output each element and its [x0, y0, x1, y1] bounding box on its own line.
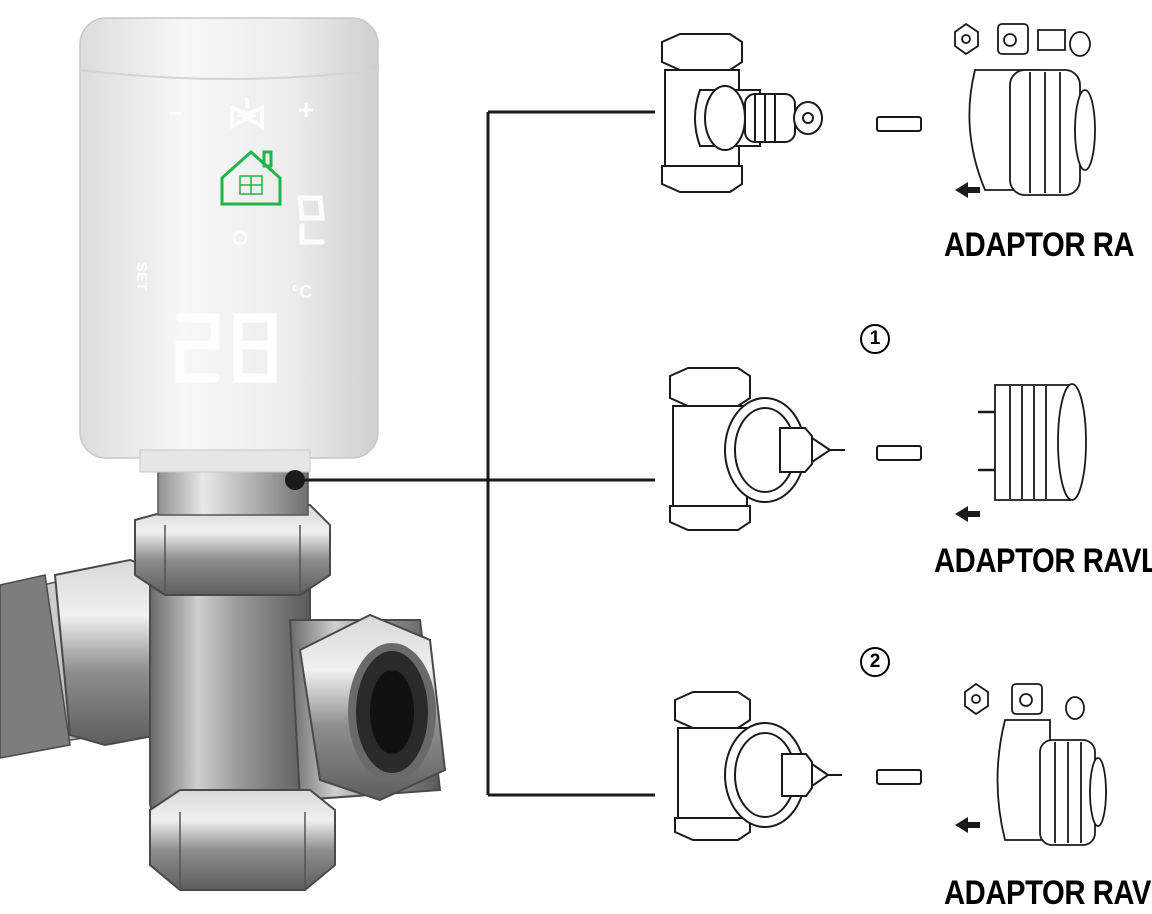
valve-body [0, 469, 447, 891]
display-set-label: SET [133, 262, 150, 292]
pin-ravl [876, 445, 922, 461]
adaptor-label-ravl: ADAPTOR RAVL [934, 542, 1152, 580]
connector-lines [300, 110, 655, 797]
arrow-rav [955, 817, 980, 833]
small-digit [297, 195, 325, 245]
step-marker-1: 1 [860, 324, 890, 354]
step-marker-2: 2 [860, 647, 890, 677]
adaptor-label-rav: ADAPTOR RAV [944, 874, 1152, 912]
adaptor-drawing-ra [954, 22, 1096, 196]
pin-rav [876, 769, 922, 785]
valve-drawing-ravl [669, 367, 845, 531]
valve-drawing-ra [661, 33, 823, 193]
adaptor-drawing-ravl [978, 383, 1087, 501]
temperature-digits [175, 313, 277, 383]
connector-origin-dot [285, 470, 305, 490]
adaptor-label-ra: ADAPTOR RA [944, 226, 1135, 264]
arrow-ravl [955, 506, 980, 522]
display-minus: – [168, 96, 183, 126]
valve-drawing-rav [674, 691, 842, 841]
display-plus: + [298, 94, 315, 125]
pin-ra [876, 116, 922, 132]
thermostat-head [79, 17, 379, 473]
arrow-ra [955, 182, 980, 198]
refresh-icon [232, 230, 248, 246]
adaptor-drawing-rav [964, 682, 1107, 846]
home-icon [220, 149, 282, 206]
valve-icon [230, 98, 264, 130]
display-degree-unit: °C [292, 282, 313, 302]
